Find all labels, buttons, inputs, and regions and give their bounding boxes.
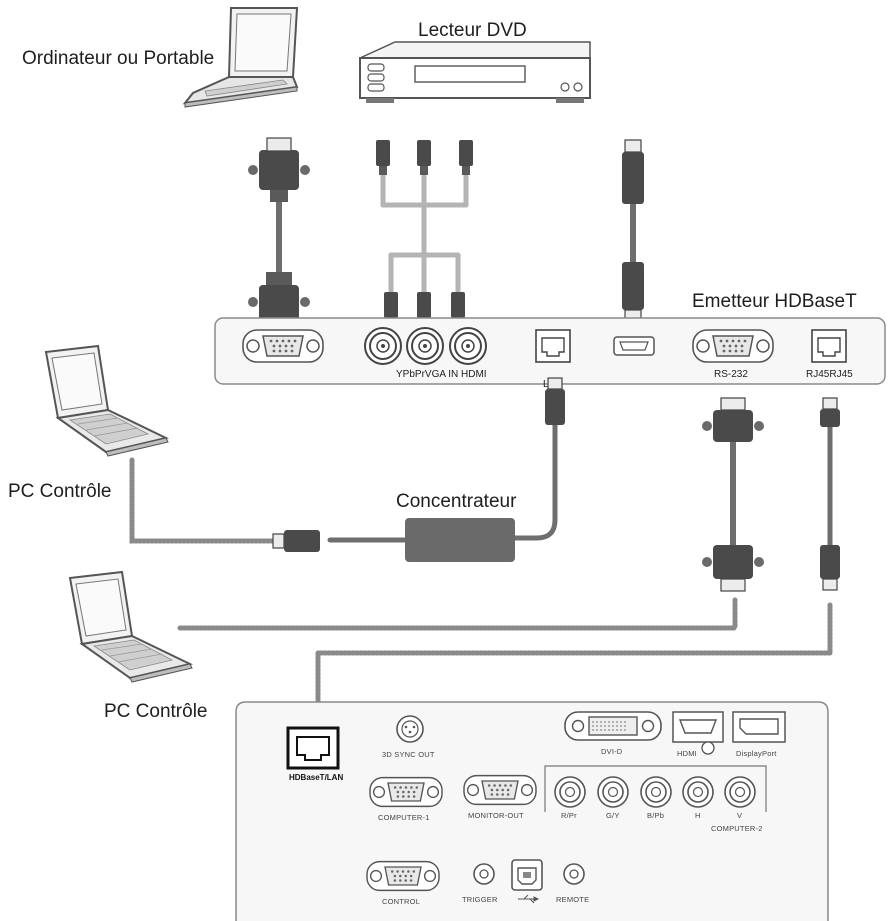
rj45-cable-top-plug <box>820 397 840 427</box>
computer-laptop-icon <box>182 7 299 108</box>
displayport-label: DisplayPort <box>736 749 777 758</box>
transmitter-label: Emetteur HDBaseT <box>692 291 857 312</box>
computer-2-group-bracket <box>544 765 767 812</box>
computer-2-label: COMPUTER-2 <box>711 824 763 833</box>
transmitter-rj45-port <box>811 329 847 363</box>
control-label: CONTROL <box>382 897 420 906</box>
projector-bnc-b-pb <box>640 776 672 808</box>
ypbpr-vga-hdmi-label: YPbPrVGA IN HDMI <box>396 369 487 380</box>
vga-cable-top-plug <box>248 137 310 202</box>
transmitter-lan-port <box>535 329 571 363</box>
computer-1-label: COMPUTER-1 <box>378 813 430 822</box>
transmitter-rs232-port <box>692 329 774 363</box>
pc-control-2-laptop-icon <box>69 571 193 683</box>
transmitter-vga-port <box>242 329 324 363</box>
transmitter-hdmi-port <box>613 336 655 356</box>
trigger-label: TRIGGER <box>462 895 498 904</box>
projector-bnc-h <box>682 776 714 808</box>
v-label: V <box>737 811 742 820</box>
projector-remote-jack <box>563 863 585 885</box>
3d-sync-out-label: 3D SYNC OUT <box>382 750 435 759</box>
projector-bnc-g-y <box>597 776 629 808</box>
vga-cable-bottom-plug <box>248 272 310 321</box>
pc-control-1-label: PC Contrôle <box>8 481 112 502</box>
projector-dvi-port <box>564 711 662 741</box>
transmitter-bnc-g <box>406 327 444 365</box>
projector-trigger-jack <box>473 863 495 885</box>
remote-label: REMOTE <box>556 895 589 904</box>
rs232-cable-top-plug <box>702 397 764 442</box>
lan-cable-plug <box>545 377 565 425</box>
component-plugs-top <box>376 140 473 175</box>
dvi-d-label: DVI-D <box>601 747 623 756</box>
transmitter-bnc-b <box>449 327 487 365</box>
projector-usb-port <box>511 859 543 891</box>
usb-icon <box>518 894 540 904</box>
hub-box <box>405 518 515 562</box>
pc-control-1-laptop-icon <box>45 345 169 457</box>
computer-label: Ordinateur ou Portable <box>22 48 214 69</box>
rs232-label: RS-232 <box>714 369 748 380</box>
projector-hdbaset-lan-port <box>286 726 340 770</box>
hub-label: Concentrateur <box>396 491 517 512</box>
projector-control-port <box>366 860 440 892</box>
rj45-label: RJ45RJ45 <box>806 369 853 380</box>
component-plugs-bottom <box>384 292 465 318</box>
hdmi-cable-plugs <box>622 139 644 323</box>
cables <box>129 172 833 718</box>
h-label: H <box>695 811 701 820</box>
g-y-label: G/Y <box>606 811 620 820</box>
hdmi-label: HDMI <box>677 749 697 758</box>
projector-monitor-out-port <box>463 774 537 806</box>
projector-computer-1-port <box>369 776 443 808</box>
projector-hdmi-port <box>672 711 724 755</box>
b-pb-label: B/Pb <box>647 811 664 820</box>
r-pr-label: R/Pr <box>561 811 577 820</box>
pc-control-rj45-plug <box>272 530 320 552</box>
pc-control-2-label: PC Contrôle <box>104 701 208 722</box>
monitor-out-label: MONITOR-OUT <box>468 811 524 820</box>
projector-bnc-r-pr <box>554 776 586 808</box>
dvd-label: Lecteur DVD <box>418 20 527 41</box>
transmitter-bnc-r <box>364 327 402 365</box>
hdbaset-lan-label: HDBaseT/LAN <box>289 773 343 782</box>
rj45-cable-bottom-plug <box>820 545 840 591</box>
dvd-player-icon <box>359 41 591 103</box>
projector-3d-sync-port <box>396 715 424 743</box>
projector-bnc-v <box>724 776 756 808</box>
projector-displayport-port <box>732 711 786 743</box>
rs232-cable-bottom-plug <box>702 545 764 592</box>
